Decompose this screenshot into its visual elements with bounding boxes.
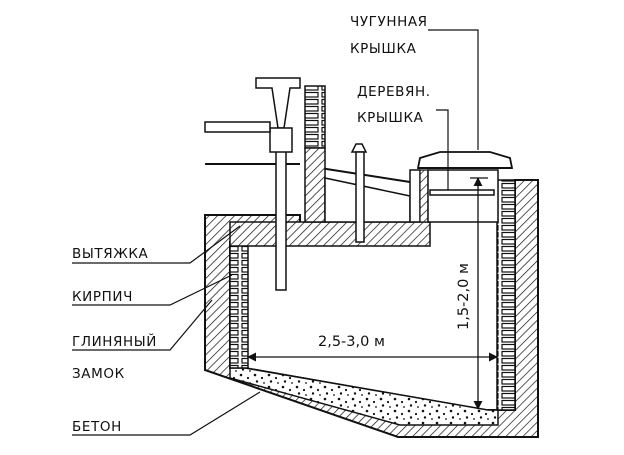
vent-pipe <box>204 77 301 291</box>
dimension-depth-label: 1,5-2,0 м <box>456 263 472 330</box>
dimension-width-label: 2,5-3,0 м <box>318 334 385 350</box>
vent-cap-icon <box>350 143 368 243</box>
left-brick-wall <box>229 241 249 369</box>
leader-lines <box>72 29 479 436</box>
label-cast-iron-2: КРЫШКА <box>350 41 417 57</box>
cast-iron-lid <box>416 151 514 169</box>
concrete-bottom <box>229 367 499 426</box>
top-slab <box>229 221 431 247</box>
back-slab <box>324 177 411 223</box>
label-clay-1: ГЛИНЯНЫЙ <box>72 332 157 350</box>
wooden-lid <box>429 189 495 196</box>
vent-sleeve <box>304 147 326 223</box>
dimension-depth <box>470 177 488 410</box>
label-concrete: БЕТОН <box>72 419 122 435</box>
label-clay-2: ЗАМОК <box>72 366 125 382</box>
label-wood-2: КРЫШКА <box>357 110 424 126</box>
label-cast-iron-1: ЧУГУННАЯ <box>350 14 428 30</box>
vent-brick-stack <box>304 85 326 149</box>
label-brick: КИРПИЧ <box>72 289 133 305</box>
manhole <box>409 151 514 223</box>
right-brick-wall <box>496 179 516 411</box>
label-wood-1: ДЕРЕВЯН. <box>357 84 431 100</box>
label-vent: ВЫТЯЖКА <box>72 246 149 262</box>
